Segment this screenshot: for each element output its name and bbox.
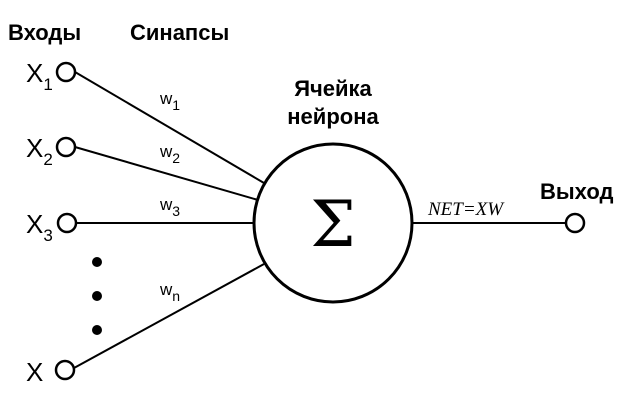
synapse-wire-n xyxy=(73,263,265,369)
input-node-1 xyxy=(55,61,77,83)
input-node-3 xyxy=(56,212,78,234)
weight-label-2: w2 xyxy=(159,142,180,166)
synapses-header: Синапсы xyxy=(130,20,229,45)
ellipsis-dot-1 xyxy=(92,257,102,267)
weight-label-n: wn xyxy=(159,280,180,304)
input-label-n: X xyxy=(26,357,43,387)
cell-header-line1: Ячейка xyxy=(294,76,372,101)
ellipsis-dot-3 xyxy=(92,325,102,335)
input-label-3: X3 xyxy=(26,209,53,245)
synapse-wire-2 xyxy=(74,146,259,201)
weight-label-3: w3 xyxy=(159,195,180,219)
neuron-cell xyxy=(252,142,414,304)
input-label-1: X1 xyxy=(26,58,53,94)
inputs-header: Входы xyxy=(8,20,81,45)
ellipsis-dot-2 xyxy=(92,291,102,301)
net-formula: NET=XW xyxy=(427,199,505,220)
cell-header-line2: нейрона xyxy=(287,104,379,129)
synapse-wire-1 xyxy=(74,71,265,184)
output-node xyxy=(564,212,586,234)
input-label-2: X2 xyxy=(26,133,53,169)
input-node-2 xyxy=(55,136,77,158)
weight-label-1: w1 xyxy=(159,89,180,113)
sigma-symbol: Σ xyxy=(310,188,355,262)
output-header: Выход xyxy=(540,179,614,204)
input-node-n xyxy=(54,359,76,381)
